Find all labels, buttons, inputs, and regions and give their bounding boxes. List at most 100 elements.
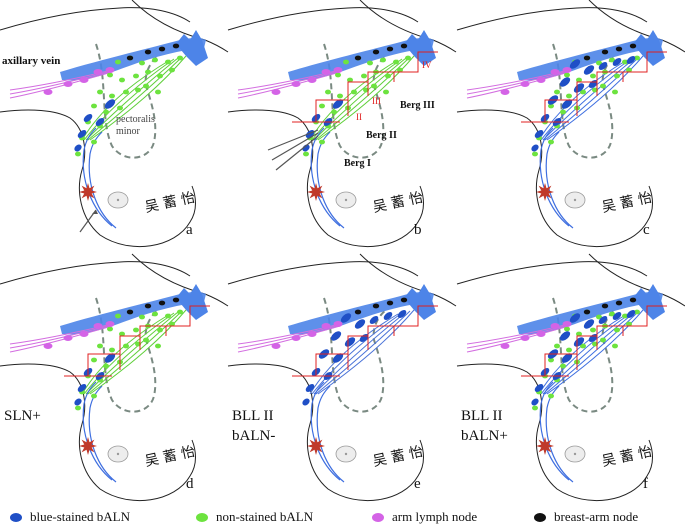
breast-lymph-vessel [317,55,415,141]
blue-node [626,56,636,64]
breast-arm-node [400,297,408,303]
arm-lymph-vessel [466,71,570,99]
arm-node [321,323,331,329]
green-node [614,73,620,79]
legend-green-label: non-stained bALN [216,509,314,524]
green-node [532,405,538,411]
green-node [117,105,123,111]
green-node [115,59,121,65]
green-node [347,77,353,83]
arm-node [43,89,53,95]
green-node [614,327,620,333]
green-node [634,309,640,315]
breast-arm-node [372,303,380,309]
arm-lymph-vessel [9,71,113,99]
breast-arm-node [158,46,166,52]
green-node [115,313,121,319]
afferent-vessel [316,385,345,483]
green-node [554,343,560,349]
breast-outline [227,109,424,247]
green-node [157,73,163,79]
green-node [626,321,632,327]
breast-lymph-vessel [81,313,171,395]
arm-node [333,67,343,73]
status-label: BLL II [461,408,503,424]
green-node [596,60,602,66]
breast-arm-node [629,43,637,49]
gamma-probe-icon [275,135,319,171]
arm-lymph-vessel [237,325,341,353]
breast-arm-node [386,300,394,306]
arm-node [536,331,546,337]
breast-arm-node [386,46,394,52]
green-node [609,57,615,63]
green-node [325,89,331,95]
blue-node [83,114,93,122]
green-node [152,57,158,63]
arm-lymph-vessel [237,71,341,99]
green-node [133,327,139,333]
arm-node [500,89,510,95]
arm-node [63,81,73,87]
green-node [165,313,171,319]
green-node [560,109,566,115]
level-iv-label: IV [422,60,432,70]
afferent-vessel [82,381,113,481]
breast-arm-node-swatch [534,512,546,522]
green-node [361,73,367,79]
breast-lymph-vessel [85,57,179,141]
status-label: BLL II [232,408,274,424]
blue-node [302,398,310,406]
green-node [548,357,554,363]
breast-lymph-vessel [315,310,411,395]
breast-lymph-vessel [538,313,628,395]
green-node [564,326,570,332]
green-node [560,363,566,369]
afferent-vessel [82,127,113,227]
afferent-vessel [310,127,341,227]
arm-node [333,321,343,327]
afferent-vessel [539,381,570,481]
breast-lymph-vessel [546,309,644,395]
tumor-icon [307,437,325,455]
blue-node [569,313,581,323]
blue-node [305,384,315,392]
green-node [590,327,596,333]
blue-node [534,384,544,392]
blue-node [569,59,581,69]
signature: 吴 蓄 怡 [144,190,197,216]
green-node [393,59,399,65]
green-node [107,326,113,332]
panel-letter-e: e [414,476,421,492]
pectoralis-minor-label: pectoralis [116,114,155,125]
status-label: bALN+ [461,428,508,444]
berg-ii-label: Berg II [366,130,397,141]
blue-node [612,58,622,66]
green-node [155,89,161,95]
pectoralis-minor-outline [323,43,387,159]
blue-node [561,99,573,109]
green-node [139,60,145,66]
green-node [157,327,163,333]
berg-level-lines [521,51,667,123]
subclavian-vein [633,284,665,320]
breast-arm-node [615,46,623,52]
nipple-dot [573,198,577,202]
arm-node [307,331,317,337]
green-node [405,55,411,61]
blue-node [573,83,585,93]
subclavian-vein [176,284,208,320]
blue-node [95,118,105,126]
breast-arm-node [144,49,152,55]
afferent-vessel [316,131,345,229]
arm-node [562,67,572,73]
breast-outline [0,109,196,247]
breast-arm-node [172,43,180,49]
green-node [343,59,349,65]
arm-node [321,69,331,75]
blue-node [104,353,116,363]
legend-pink: arm lymph node [372,508,477,526]
blue-node [612,312,622,320]
